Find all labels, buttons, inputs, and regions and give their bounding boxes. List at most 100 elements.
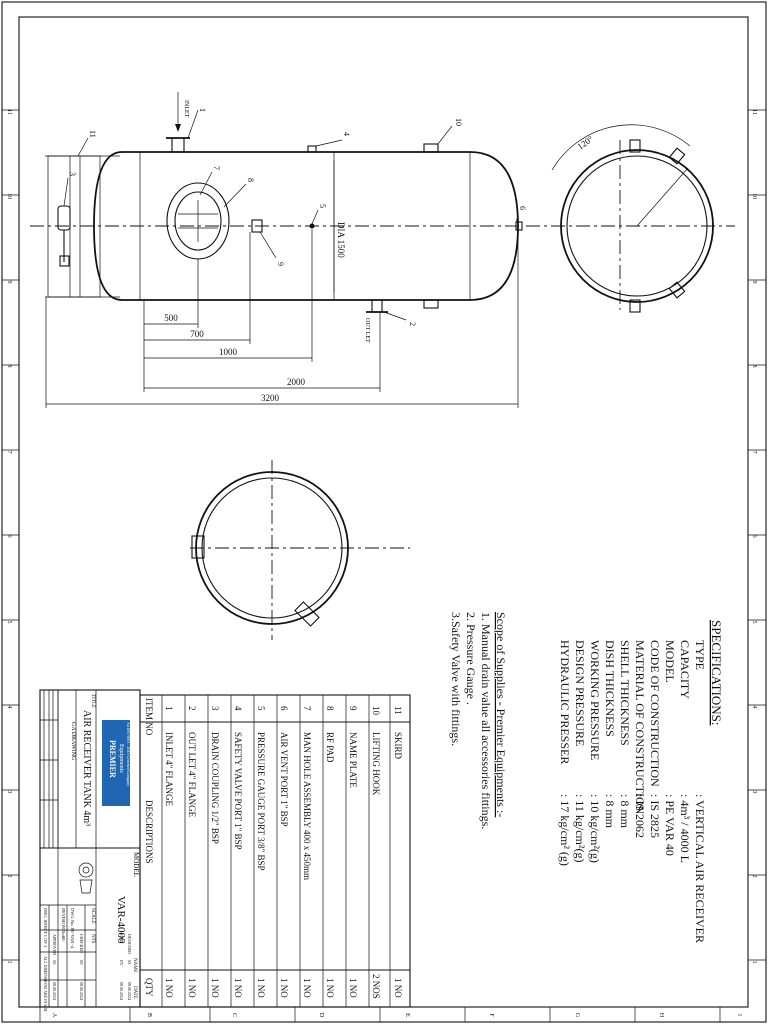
row-mark-left: 7 — [2, 449, 19, 454]
border-zone-markers: 11 10 9 8 7 6 5 4 3 2 1 11 10 9 8 7 6 5 … — [2, 109, 766, 1022]
col-mark: A — [39, 1007, 57, 1022]
spec-label: HYDRAULIC PRESSER — [558, 640, 572, 764]
row-mark: 3 — [6, 791, 12, 794]
spec-value: : 4m³ / 4000 L — [678, 794, 692, 863]
sign-name: DV — [119, 960, 124, 966]
spec-label: SHELL THICKNESS — [618, 640, 632, 746]
col-mark: I — [719, 1007, 742, 1022]
row-mark: 6 — [751, 535, 757, 538]
safety-valve-port — [307, 145, 317, 153]
inlet-label: INLET — [183, 100, 189, 118]
end-view-lug — [668, 281, 686, 299]
row-mark-right: 2 — [748, 875, 766, 878]
col-mark: H — [634, 1007, 664, 1022]
company-name: PREMIER — [108, 740, 117, 778]
sheet-label: DRG. SHEET 1 OF 1 — [43, 908, 48, 947]
bom-row-qty: 1 NO — [325, 978, 335, 998]
col-mark-label: E — [404, 1013, 410, 1017]
row-mark: 4 — [751, 706, 757, 709]
bom-row-no: 4 — [233, 706, 243, 711]
footer-note: ALL DIMENSIONS ARE IN MM — [43, 956, 48, 1012]
row-mark-right: 3 — [748, 789, 766, 794]
spec-label: CAPACITY — [678, 640, 692, 699]
bom-header-item: ITEM NO — [144, 698, 154, 736]
bom-row-qty: 1 NO — [256, 978, 266, 998]
revision-label: REVISION No. — [61, 908, 66, 937]
row-mark: 4 — [6, 706, 12, 709]
spec-value: : 10 kg/cm²(g) — [588, 794, 602, 863]
row-mark: 11 — [6, 109, 12, 115]
tank-plan-view — [190, 460, 410, 640]
balloon-numbers: 1 2 3 4 5 6 7 8 9 10 11 — [68, 108, 527, 326]
end-view-lug — [668, 147, 686, 165]
scope-item: 2. Pressure Gauge . — [464, 612, 478, 705]
bom-row-no: 9 — [348, 706, 358, 711]
bom-header-desc: DESCRIPTIONS — [144, 800, 154, 864]
row-mark: 2 — [6, 875, 12, 878]
projection-symbol-icon — [78, 862, 94, 894]
col-mark-label: B — [146, 1013, 152, 1017]
air-vent-port — [515, 221, 523, 231]
row-mark: 2 — [751, 875, 757, 878]
bom-row-qty: 1 NO — [348, 978, 358, 998]
sign-role: CAD — [119, 934, 124, 943]
balloon-8: 8 — [246, 178, 255, 182]
col-mark: G — [549, 1007, 580, 1022]
bom-row-no: 2 — [187, 706, 197, 711]
balloon-3: 3 — [68, 172, 77, 176]
row-mark-right: 10 — [748, 193, 766, 199]
spec-label: CODE OF CONSTRUCTION — [648, 640, 662, 787]
tank-end-view: 120° — [526, 124, 735, 313]
balloon-7: 7 — [212, 166, 221, 170]
bom-row-no: 6 — [279, 706, 289, 711]
dimension-lines — [45, 229, 519, 408]
sign-name: SS — [127, 960, 132, 964]
dim-500: 500 — [164, 313, 178, 323]
bom-row-desc: SAFETY VALVE PORT 1" BSP — [233, 732, 243, 850]
spec-value: : IS 2825 — [648, 794, 662, 838]
bom-row-desc: NAME PLATE — [348, 732, 358, 788]
angle-label: 120° — [575, 133, 595, 151]
bom-row-qty: 1 NO — [302, 978, 312, 998]
outlet-nozzle — [366, 299, 388, 313]
dim-2000: 2000 — [287, 377, 306, 387]
inlet-arrowhead — [175, 124, 181, 132]
outlet-label: OUT LET — [364, 318, 370, 343]
sign-role: DESIGNED — [127, 934, 132, 954]
spec-label: TYPE — [693, 640, 707, 670]
row-mark-left: 3 — [2, 789, 19, 794]
manhole — [174, 191, 222, 251]
row-mark: 9 — [6, 281, 12, 284]
company-sub: Equipments — [118, 744, 124, 773]
specifications-block: SPECIFICATIONS: TYPE : VERTICAL AIR RECE… — [558, 620, 724, 943]
bom-row-qty: 1 NO — [187, 978, 197, 998]
bill-of-materials: ITEM NO DESCRIPTIONS QTY 11 SKIRD 1 NO 1… — [139, 694, 411, 1008]
col-mark: B — [129, 1007, 152, 1022]
sign-date: 08.06.2024 — [79, 982, 84, 1000]
row-mark-right: 4 — [748, 704, 766, 709]
angle-arc — [551, 124, 691, 171]
title-block: PREMIER Equipments An ISO 9001 : 2015 Ce… — [39, 689, 141, 1012]
company-tagline: An ISO 9001 : 2015 Certified Company — [126, 722, 131, 786]
drawing-subtitle: GA DRAWING — [70, 722, 76, 761]
tank-elevation-view: INLET OUT LET DIA 1500 — [30, 92, 527, 408]
dim-3200: 3200 — [261, 393, 280, 403]
spec-label: DESIGN PRESSURE — [573, 640, 587, 746]
row-mark-right: 11 — [748, 109, 766, 115]
plan-view-inner-circle — [201, 477, 343, 619]
balloon-4: 4 — [342, 132, 351, 136]
sign-header-name: NAME — [132, 958, 137, 973]
spec-value: : 11 kg/cm²(g) — [573, 794, 587, 862]
bom-row-desc: PRESSURE GAUGE PORT 3/8" BSP — [256, 732, 266, 871]
sign-name: SS — [79, 960, 84, 964]
sign-date: 08.06.2024 — [52, 982, 57, 1000]
sign-name: SS — [52, 960, 57, 964]
col-mark-label: F — [488, 1013, 494, 1017]
model-value: VAR-4000 — [115, 896, 127, 944]
end-view-inner-circle — [566, 155, 708, 297]
sign-role: CHECKED — [79, 934, 84, 953]
bom-row-no: 1 — [164, 706, 174, 711]
spec-value: : 8 mm — [618, 794, 632, 829]
bom-header-qty: QTY — [144, 978, 154, 997]
bom-row-desc: RF PAD — [325, 732, 335, 763]
